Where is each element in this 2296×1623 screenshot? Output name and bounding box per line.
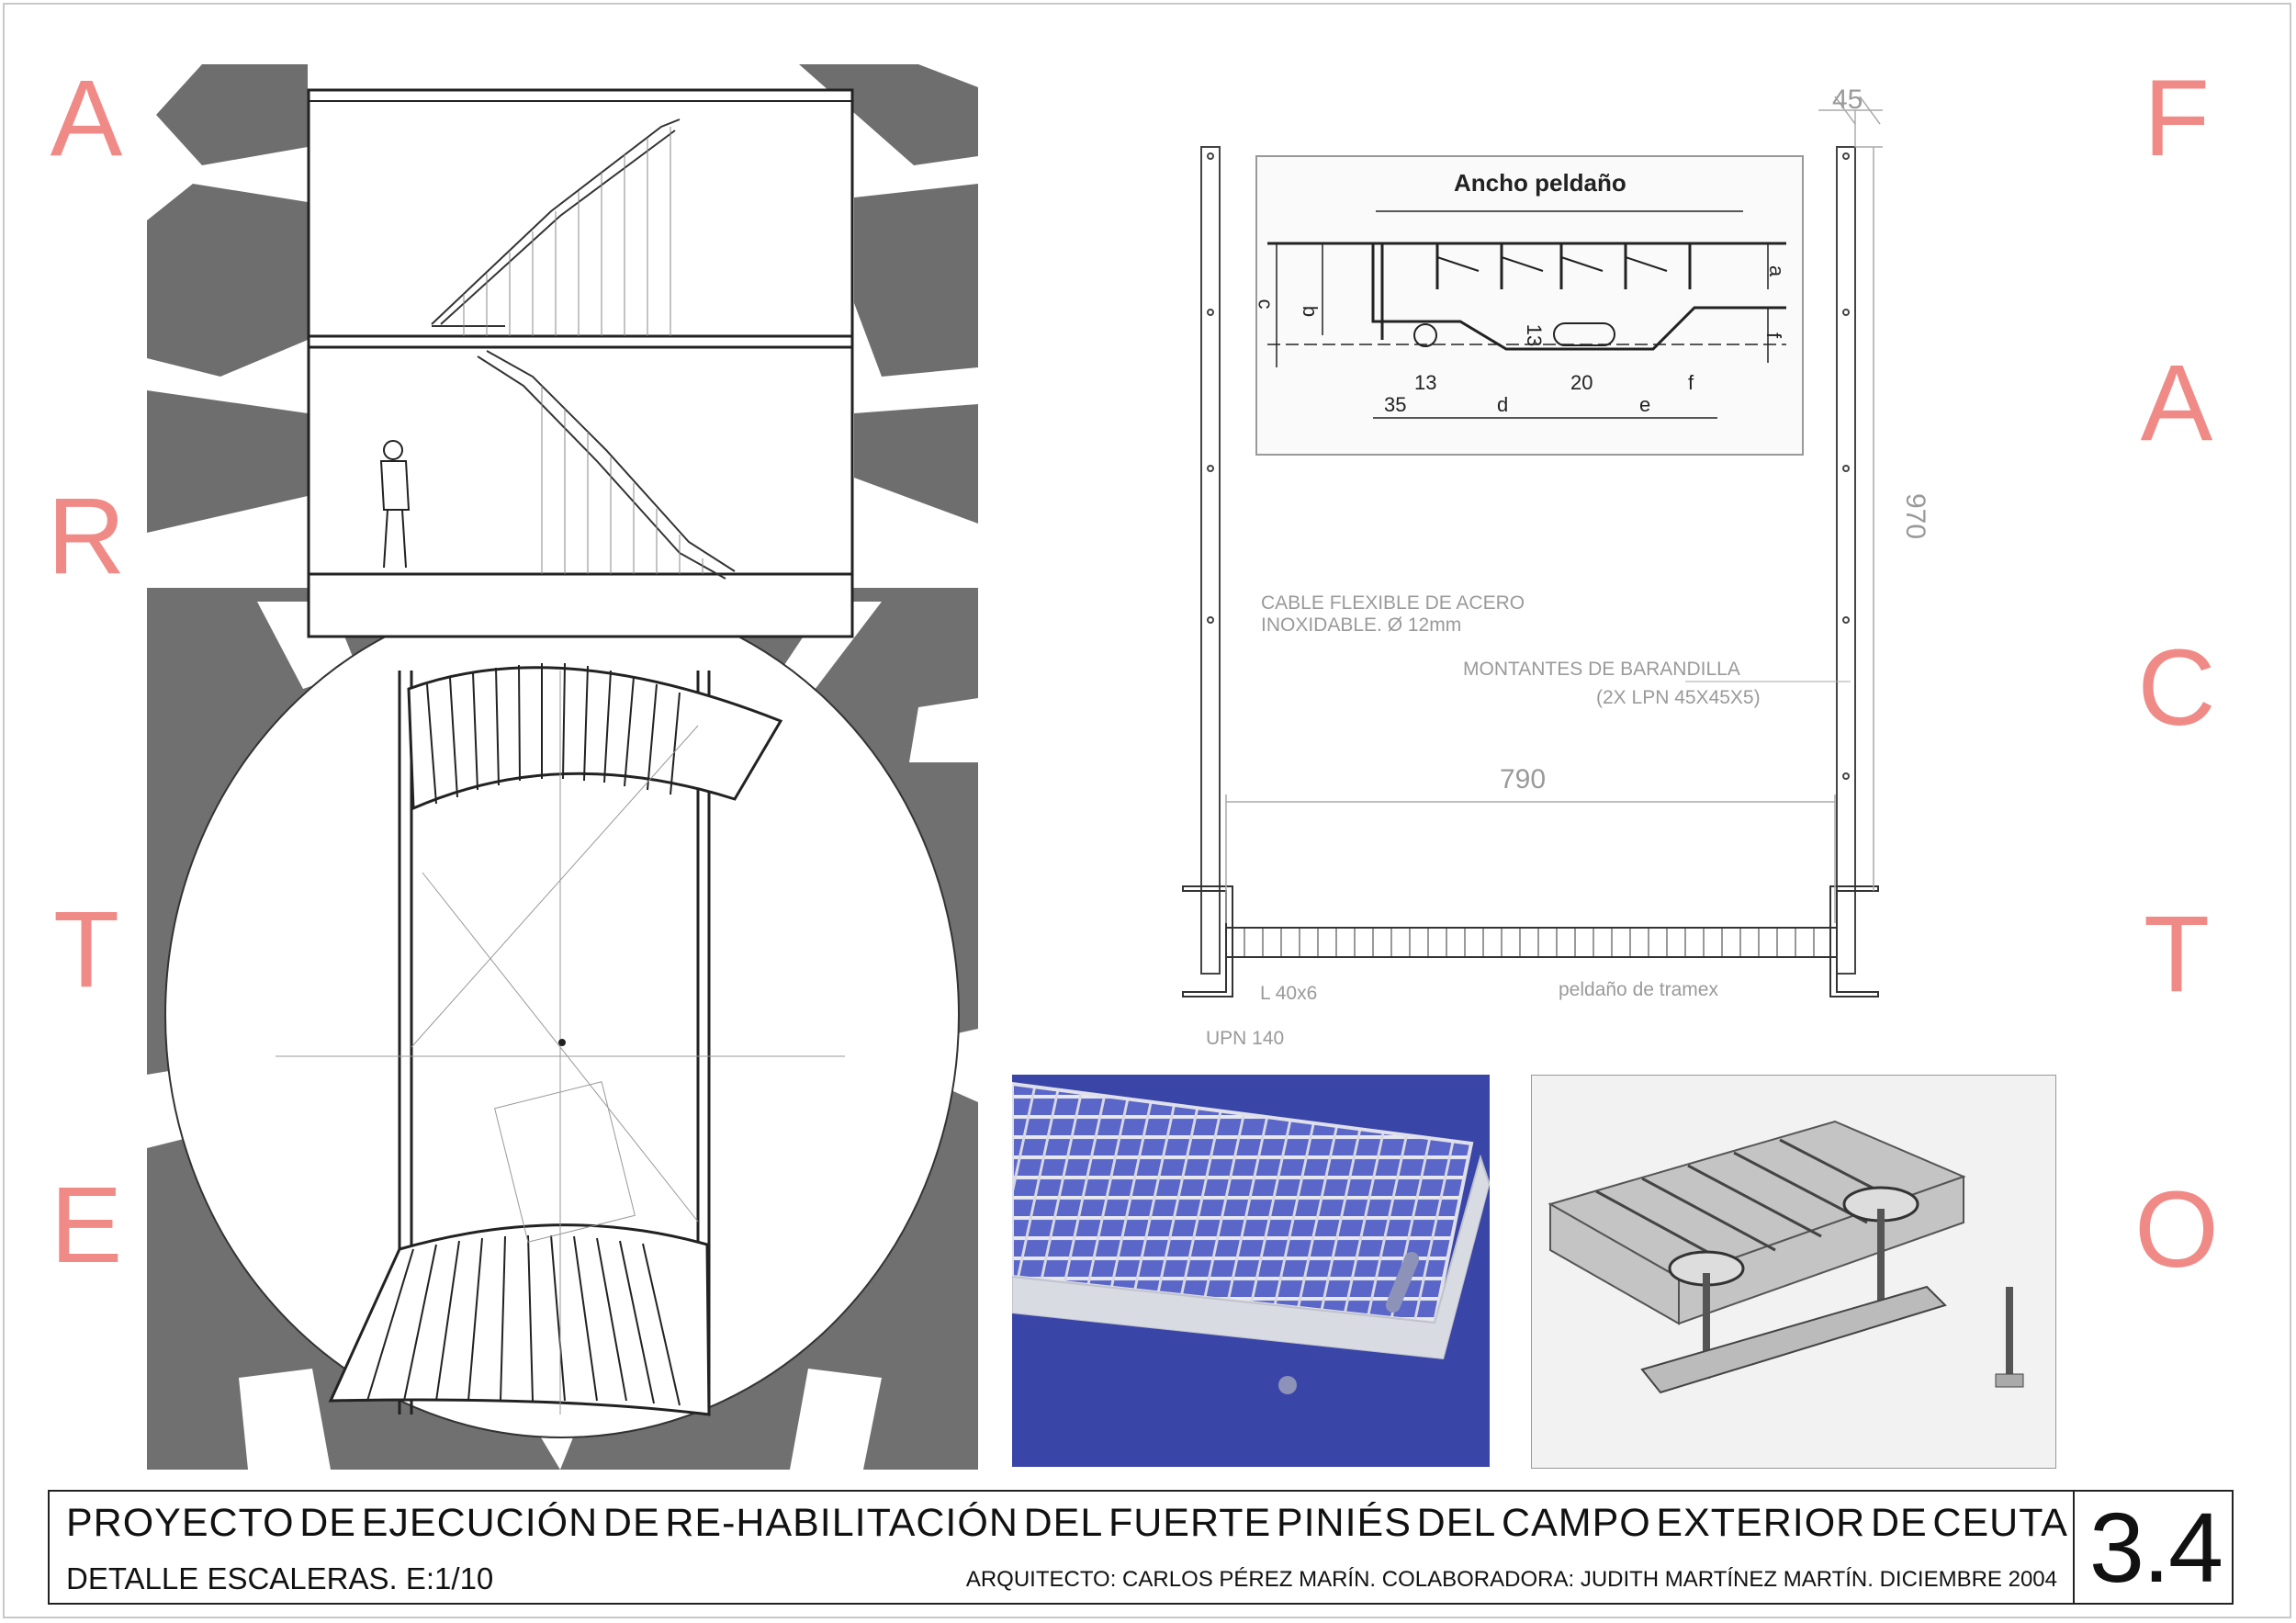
dim-label-20: 20 bbox=[1570, 371, 1593, 394]
tread-label: peldaño de tramex bbox=[1559, 979, 1718, 1000]
angle-label: L 40x6 bbox=[1260, 983, 1318, 1004]
side-letter-t2: T bbox=[2143, 894, 2211, 1015]
side-letter-a2: A bbox=[2140, 343, 2213, 464]
sheet-border bbox=[3, 3, 2291, 1618]
grating-photo bbox=[1012, 1075, 1490, 1467]
credits: ARQUITECTO: CARLOS PÉREZ MARÍN. COLABORA… bbox=[965, 1567, 2057, 1592]
dim-label-c: c bbox=[1254, 299, 1277, 310]
side-letter-e: E bbox=[50, 1165, 123, 1286]
dim-label-f-right: f bbox=[1762, 332, 1786, 339]
dim-790: 790 bbox=[1500, 764, 1547, 795]
person-figure-icon bbox=[379, 440, 411, 569]
sheet-number: 3.4 bbox=[2088, 1492, 2223, 1603]
dim-970: 970 bbox=[1900, 492, 1931, 540]
dim-label-f-bottom: f bbox=[1688, 371, 1694, 394]
channel-label: UPN 140 bbox=[1206, 1028, 1285, 1049]
cable-label-line2: INOXIDABLE. Ø 12mm bbox=[1261, 614, 1462, 636]
dim-label-13-vertical: 13 bbox=[1523, 323, 1547, 347]
dim-label-b: b bbox=[1299, 305, 1322, 318]
ancho-peldano-label: Ancho peldaño bbox=[1454, 169, 1626, 197]
dim-label-e: e bbox=[1639, 393, 1651, 416]
drawing-subtitle: DETALLE ESCALERAS. E:1/10 bbox=[66, 1561, 494, 1595]
posts-label-line2: (2X LPN 45X45X5) bbox=[1596, 687, 1761, 708]
dim-45: 45 bbox=[1832, 85, 1863, 115]
dim-label-35: 35 bbox=[1384, 393, 1407, 416]
side-letter-f: F bbox=[2143, 58, 2211, 179]
side-letter-r: R bbox=[47, 476, 126, 597]
side-letter-a: A bbox=[50, 58, 123, 179]
side-letter-c: C bbox=[2137, 627, 2216, 749]
dim-label-a: a bbox=[1765, 265, 1789, 277]
title-separator bbox=[2073, 1490, 2075, 1605]
cable-label-line1: CABLE FLEXIBLE DE ACERO bbox=[1261, 592, 1525, 614]
side-letter-o: O bbox=[2134, 1169, 2219, 1291]
posts-label-line1: MONTANTES DE BARANDILLA bbox=[1463, 659, 1740, 680]
tread-detail-drawing bbox=[1176, 83, 1929, 1056]
stair-drawing bbox=[147, 64, 978, 1470]
fixing-photo bbox=[1531, 1075, 2056, 1469]
side-letter-t: T bbox=[52, 889, 120, 1010]
dim-label-13: 13 bbox=[1414, 371, 1437, 394]
dim-label-d: d bbox=[1497, 393, 1509, 416]
